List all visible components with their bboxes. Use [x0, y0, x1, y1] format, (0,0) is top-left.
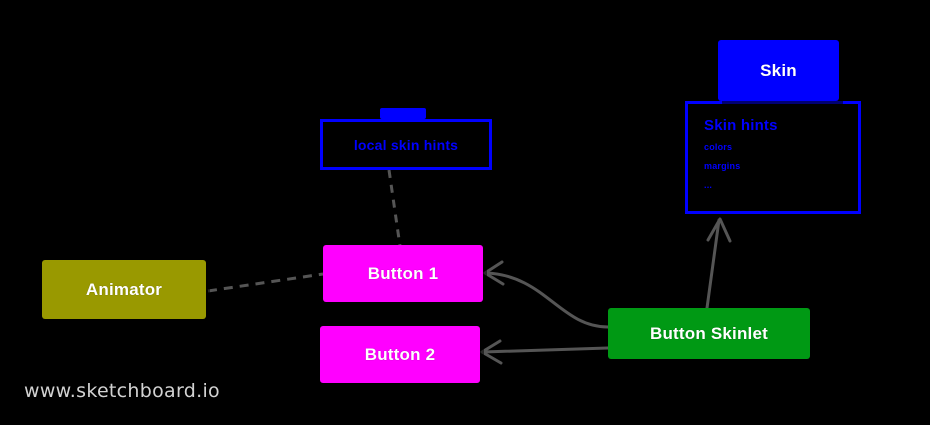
node-local-skin-hints[interactable]: local skin hints	[320, 119, 492, 170]
node-button-2-label: Button 2	[364, 344, 436, 364]
edge-skinlet-to-skinhints	[705, 218, 721, 310]
node-button-1[interactable]: Button 1	[323, 245, 483, 302]
node-skin-hints-title: Skin hints	[704, 117, 778, 134]
node-skin[interactable]: Skin	[718, 40, 839, 101]
edge-skinlet-to-button1	[484, 271, 610, 329]
edge-skinlet-to-button1-arrowhead	[483, 260, 505, 286]
local-skin-hints-tab	[380, 108, 426, 119]
edge-skinlet-to-button2	[481, 346, 610, 354]
node-skin-hints-item-margins: margins	[704, 160, 741, 171]
node-button-skinlet-label: Button Skinlet	[649, 323, 768, 343]
edge-skinlet-to-skinhints-arrowhead	[706, 217, 732, 243]
node-skin-hints[interactable]: Skin hints colors margins ...	[685, 101, 861, 214]
watermark: www.sketchboard.io	[24, 380, 220, 402]
node-local-skin-hints-label: local skin hints	[353, 136, 459, 153]
node-animator[interactable]: Animator	[42, 260, 206, 319]
edge-animator-to-button1	[207, 272, 324, 293]
node-button-1-label: Button 1	[367, 263, 439, 283]
node-button-2[interactable]: Button 2	[320, 326, 480, 383]
edge-localhints-to-button1	[387, 169, 402, 247]
node-skin-label: Skin	[760, 60, 797, 80]
node-animator-label: Animator	[85, 279, 163, 299]
node-skin-hints-item-ellipsis: ...	[704, 180, 713, 191]
node-button-skinlet[interactable]: Button Skinlet	[608, 308, 810, 359]
edge-skinlet-to-button2-arrowhead	[480, 339, 503, 365]
node-skin-hints-item-colors: colors	[704, 141, 733, 152]
